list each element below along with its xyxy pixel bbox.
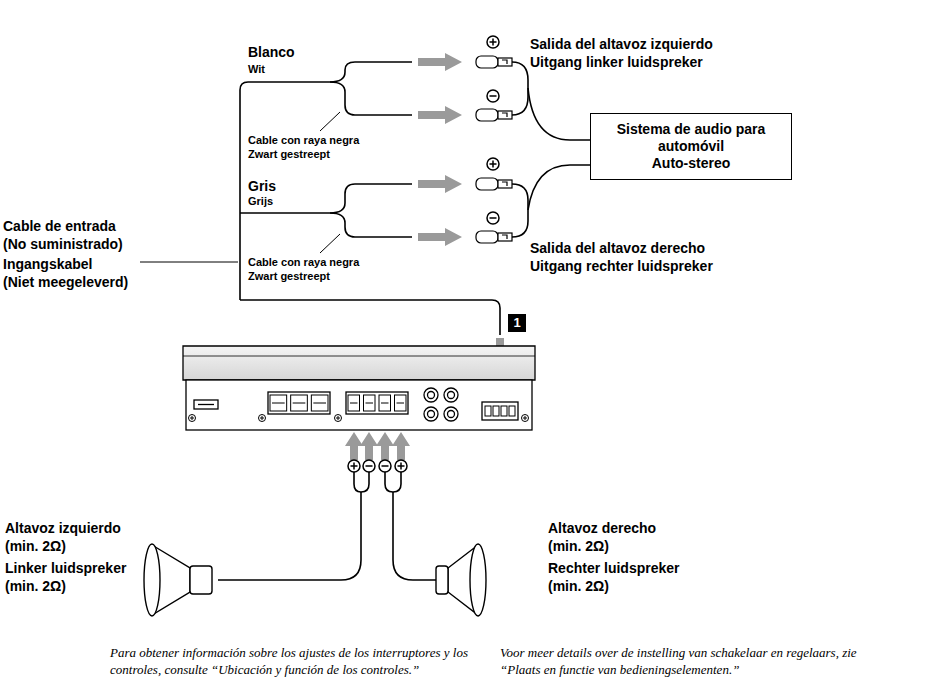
cable-label: (Niet meegeleverd) xyxy=(3,274,128,291)
polarity-symbol xyxy=(487,90,499,102)
polarity-symbol xyxy=(379,460,391,472)
screw-slot xyxy=(190,416,194,420)
output-label: Salida del altavoz derecho xyxy=(530,240,705,257)
cable-label: Ingangskabel xyxy=(3,256,92,273)
polarity-symbol xyxy=(487,212,499,224)
plug-tip xyxy=(498,233,512,241)
plug-tip xyxy=(498,180,512,188)
polarity-stroke xyxy=(490,95,497,97)
terminal-screw xyxy=(272,403,285,404)
polarity-symbol xyxy=(348,460,360,472)
wire-color: Gris xyxy=(248,178,276,195)
speaker-label: Altavoz izquierdo xyxy=(5,520,121,537)
plug-hook xyxy=(502,113,507,117)
terminal-cell xyxy=(270,395,287,411)
wire-color: Grijs xyxy=(248,194,273,208)
plug-hook xyxy=(502,182,507,186)
plug-hook xyxy=(502,60,507,64)
speaker-label: (min. 2Ω) xyxy=(5,578,66,595)
mounting-screw xyxy=(189,415,196,422)
speaker-label: (min. 2Ω) xyxy=(548,538,609,555)
speaker-label: Rechter luidspreker xyxy=(548,560,680,577)
terminal-screw xyxy=(397,403,405,404)
speaker-label: (min. 2Ω) xyxy=(548,578,609,595)
head-unit-box: Sistema de audio para automóvilAuto-ster… xyxy=(590,113,792,180)
polarity-stroke xyxy=(400,463,402,470)
connector-pin xyxy=(485,406,491,416)
terminal-cell xyxy=(311,395,328,411)
terminal-screw xyxy=(381,403,389,404)
polarity-symbol xyxy=(487,36,499,48)
plug-connector xyxy=(476,231,498,243)
note: Para obtener información sobre los ajust… xyxy=(110,644,470,678)
plug-tip xyxy=(498,58,512,66)
polarity-symbol xyxy=(487,158,499,170)
output-label: Uitgang linker luidspreker xyxy=(530,54,703,71)
terminal-screw xyxy=(293,403,306,404)
output-label: Salida del altavoz izquierdo xyxy=(530,36,713,53)
terminal-cell xyxy=(364,395,376,411)
plug-hook xyxy=(502,235,507,239)
screw-slot xyxy=(523,416,527,420)
connector-pin xyxy=(501,406,507,416)
callout-number: 1 xyxy=(508,314,526,332)
wire-note: Zwart gestreept xyxy=(248,269,330,283)
terminal-cell xyxy=(291,395,308,411)
connector-pin xyxy=(509,406,515,416)
plug-connector xyxy=(476,109,498,121)
cable-label: Cable de entrada xyxy=(3,218,116,235)
mounting-screw xyxy=(522,415,529,422)
screw-slot xyxy=(260,416,264,420)
speaker-label: (min. 2Ω) xyxy=(5,538,66,555)
polarity-symbol xyxy=(363,460,375,472)
note: Voor meer details over de instelling van… xyxy=(500,644,880,678)
polarity-symbol xyxy=(395,460,407,472)
terminal-cell xyxy=(348,395,360,411)
wire-color: Blanco xyxy=(248,44,295,61)
polarity-stroke xyxy=(382,465,389,467)
speaker-label: Linker luidspreker xyxy=(5,560,126,577)
polarity-stroke xyxy=(490,217,497,219)
screw-slot xyxy=(336,416,340,420)
wire-note: Cable con raya negra xyxy=(248,255,359,269)
polarity-stroke xyxy=(492,161,494,168)
box-text: Sistema de audio para automóvil xyxy=(601,121,781,155)
wire-note: Zwart gestreept xyxy=(248,147,330,161)
polarity-stroke xyxy=(353,463,355,470)
mounting-screw xyxy=(335,415,342,422)
terminal-screw xyxy=(313,403,326,404)
terminal-screw xyxy=(350,403,358,404)
wire-note: Cable con raya negra xyxy=(248,133,359,147)
plug-tip xyxy=(498,111,512,119)
box-text: Auto-stereo xyxy=(601,155,781,172)
polarity-stroke xyxy=(492,39,494,46)
terminal-cell xyxy=(395,395,407,411)
speaker-label: Altavoz derecho xyxy=(548,520,656,537)
plug-connector xyxy=(476,178,498,190)
terminal-screw xyxy=(366,403,374,404)
cable-label: (No suministrado) xyxy=(3,236,123,253)
terminal-cell xyxy=(379,395,391,411)
mounting-screw xyxy=(259,415,266,422)
output-label: Uitgang rechter luidspreker xyxy=(530,258,713,275)
polarity-stroke xyxy=(366,465,373,467)
plug-connector xyxy=(476,56,498,68)
connector-pin xyxy=(493,406,499,416)
wire-color: Wit xyxy=(248,62,265,76)
